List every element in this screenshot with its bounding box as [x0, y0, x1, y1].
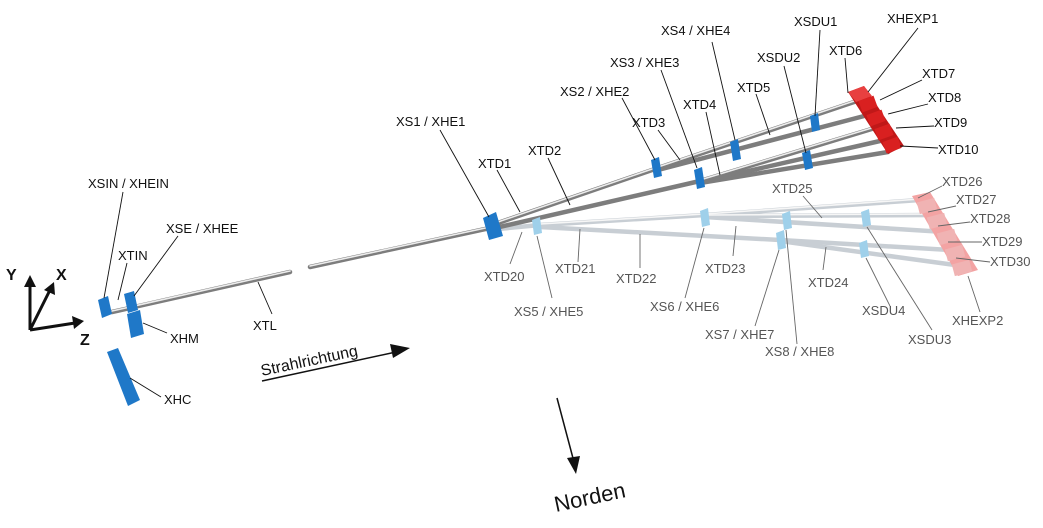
label-xsdu1: XSDU1 [794, 14, 837, 29]
label-xse-xhee: XSE / XHEE [166, 221, 239, 236]
label-xsdu3: XSDU3 [908, 332, 951, 347]
label-xtd3: XTD3 [632, 115, 665, 130]
upper-branch-tubes [492, 97, 891, 231]
label-xtd24: XTD24 [808, 275, 848, 290]
label-xhexp1: XHEXP1 [887, 11, 938, 26]
label-xtd20: XTD20 [484, 269, 524, 284]
device-xsdu4 [859, 240, 869, 258]
device-xhm [127, 310, 144, 338]
label-xtd4: XTD4 [683, 97, 716, 112]
label-xtd23: XTD23 [705, 261, 745, 276]
beam-tubes [109, 97, 958, 315]
label-xs4-xhe4: XS4 / XHE4 [661, 23, 730, 38]
dump-xhexp1 [848, 86, 904, 154]
label-xtd29: XTD29 [982, 234, 1022, 249]
label-xtd26: XTD26 [942, 174, 982, 189]
label-xtd6: XTD6 [829, 43, 862, 58]
label-xtd10: XTD10 [938, 142, 978, 157]
axis-x-label: X [56, 267, 67, 284]
devices-lower [532, 208, 871, 258]
label-xs7-xhe7: XS7 / XHE7 [705, 327, 774, 342]
label-xtd2: XTD2 [528, 143, 561, 158]
north-label: Norden [552, 477, 628, 516]
label-xsdu2: XSDU2 [757, 50, 800, 65]
label-xtd21: XTD21 [555, 261, 595, 276]
device-xse [124, 291, 138, 313]
label-xtd30: XTD30 [990, 254, 1030, 269]
label-xhc: XHC [164, 392, 191, 407]
label-xs6-xhe6: XS6 / XHE6 [650, 299, 719, 314]
label-xhm: XHM [170, 331, 199, 346]
label-xtd28: XTD28 [970, 211, 1010, 226]
device-xs7 [776, 230, 786, 250]
label-xs2-xhe2: XS2 / XHE2 [560, 84, 629, 99]
device-xsdu1 [810, 113, 820, 132]
labels-lower: XTD20 XS5 / XHE5 XTD21 XTD22 XS6 / XHE6 … [484, 174, 1030, 359]
label-xtd22: XTD22 [616, 271, 656, 286]
device-xs5 [532, 217, 542, 235]
lower-branch-tubes [495, 197, 958, 268]
device-xs8 [782, 211, 792, 230]
coordinate-axes: Y X Z [6, 267, 90, 349]
label-xs8-xhe8: XS8 / XHE8 [765, 344, 834, 359]
device-xs1 [483, 212, 503, 240]
label-xtd27: XTD27 [956, 192, 996, 207]
label-xs1-xhe1: XS1 / XHE1 [396, 114, 465, 129]
label-xtl: XTL [253, 318, 277, 333]
device-xs6 [700, 208, 710, 227]
north-arrow: Norden [552, 397, 628, 517]
label-xtin: XTIN [118, 248, 148, 263]
device-xs4 [730, 139, 741, 161]
devices-upper [98, 113, 820, 406]
label-xtd7: XTD7 [922, 66, 955, 81]
device-xhc [107, 348, 140, 406]
dump-xhexp2 [912, 192, 978, 277]
labels-upper: XSIN / XHEIN XTIN XSE / XHEE XHM XHC XTL… [88, 11, 978, 407]
label-xtd1: XTD1 [478, 156, 511, 171]
device-xsdu3 [861, 209, 871, 227]
label-xsdu4: XSDU4 [862, 303, 905, 318]
beam-direction-arrow: Strahlrichtung [259, 343, 410, 382]
leader-lines [103, 27, 991, 398]
beam-direction-label: Strahlrichtung [259, 343, 359, 380]
device-xs3 [694, 167, 705, 189]
axis-y-label: Y [6, 267, 17, 284]
label-xtd8: XTD8 [928, 90, 961, 105]
label-xtd5: XTD5 [737, 80, 770, 95]
device-xsdu2 [802, 150, 813, 170]
device-xsin [98, 296, 112, 318]
label-xsin-xhein: XSIN / XHEIN [88, 176, 169, 191]
label-xs5-xhe5: XS5 / XHE5 [514, 304, 583, 319]
main-transfer-tube [109, 225, 493, 315]
device-xs2 [651, 157, 662, 178]
label-xtd25: XTD25 [772, 181, 812, 196]
axis-z-label: Z [80, 332, 90, 349]
label-xtd9: XTD9 [934, 115, 967, 130]
label-xs3-xhe3: XS3 / XHE3 [610, 55, 679, 70]
label-xhexp2: XHEXP2 [952, 313, 1003, 328]
